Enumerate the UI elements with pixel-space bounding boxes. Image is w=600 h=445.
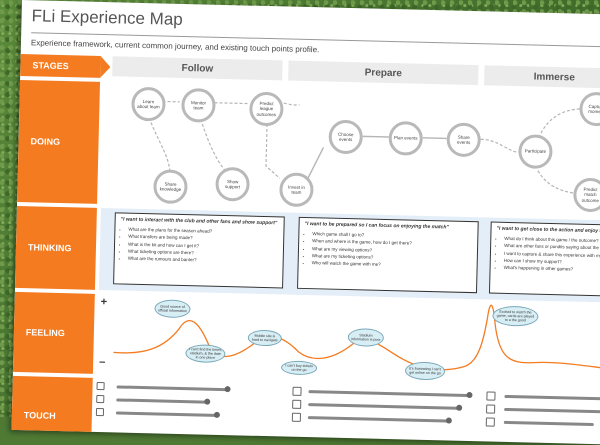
touchpoint-bar [308,403,459,410]
desktop-icon [486,391,496,401]
mobile-icon [486,404,496,414]
tablet-icon [95,407,105,417]
touchpoint-dot [456,404,463,411]
desktop-icon [292,386,302,396]
feeling-bubble: Good source of official information [154,299,191,319]
mobile-icon [292,399,302,409]
touchpoint-dot [213,411,220,418]
touchpoint-dot [224,386,231,393]
touchpoint-bar [307,416,448,423]
touchpoint-bar [503,420,594,427]
experience-map-sheet: FLi Experience Map Experience framework,… [11,0,600,445]
touchpoint-dot [466,391,473,399]
desktop-icon [96,381,105,391]
feeling-bubble: Stadium information is poor [347,328,385,347]
touchpoint-bar [504,394,600,401]
mobile-icon [96,394,105,404]
touchpoint-dot [445,417,452,424]
feeling-curve [113,304,600,371]
touchpoint-bar [116,398,207,404]
touchpoint-bar [116,385,227,392]
touchpoint-bar [115,411,216,417]
tablet-icon [291,412,301,422]
tablet-icon [485,417,495,427]
touchpoint-bar [308,390,469,398]
touchpoint-dot [204,398,211,405]
touchpoint-bar [504,407,600,414]
